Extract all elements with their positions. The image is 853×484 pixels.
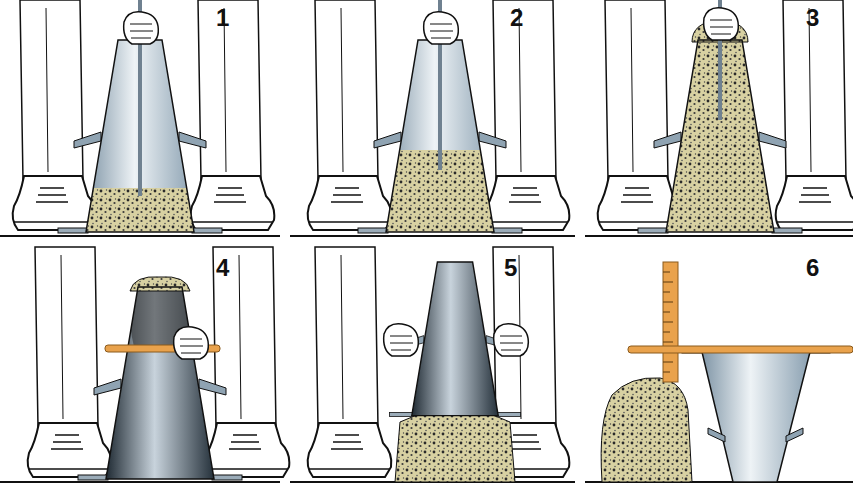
tamping-rod <box>628 346 853 353</box>
hand <box>704 8 739 40</box>
panel-number: 4 <box>216 256 229 280</box>
panel-four-strike-off <box>28 247 290 480</box>
slump-cone <box>412 262 498 416</box>
measuring-ruler <box>663 262 678 382</box>
panel-number: 5 <box>504 256 517 280</box>
panel-five-lift-cone <box>308 247 570 482</box>
hand <box>494 324 529 356</box>
hand <box>124 12 159 44</box>
panel-number: 6 <box>806 256 819 280</box>
slump-cone <box>106 287 214 479</box>
inverted-slump-cone <box>702 352 810 482</box>
panel-number: 1 <box>216 6 229 30</box>
panel-number: 2 <box>510 6 523 30</box>
panel-two-second-layer <box>308 0 570 240</box>
hand <box>384 324 419 356</box>
hand <box>424 12 459 44</box>
concrete-heap <box>130 277 190 291</box>
panel-six-measure-slump <box>601 262 853 482</box>
hand <box>174 327 209 359</box>
panel-number: 3 <box>806 6 819 30</box>
concrete-specimen <box>395 409 515 482</box>
slumped-concrete <box>601 378 692 482</box>
panel-one-first-layer <box>13 0 275 238</box>
ground-line <box>0 236 853 482</box>
panel-three-third-layer <box>598 0 853 240</box>
